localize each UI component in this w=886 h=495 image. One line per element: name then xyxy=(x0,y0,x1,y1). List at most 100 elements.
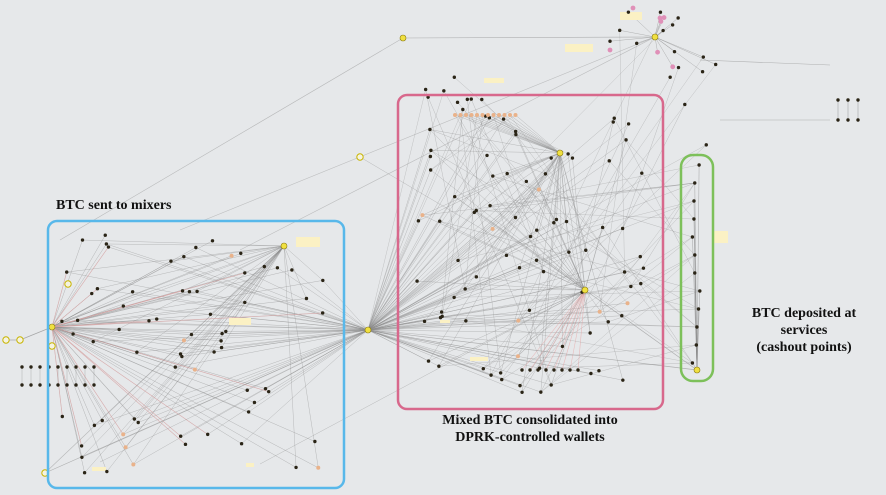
graph-edge xyxy=(465,320,697,328)
graph-node xyxy=(490,226,495,231)
graph-node xyxy=(661,28,665,33)
graph-node xyxy=(321,278,325,283)
graph-node xyxy=(180,354,184,359)
graph-edge xyxy=(441,109,464,313)
graph-edge xyxy=(277,267,369,331)
graph-edge xyxy=(584,289,591,334)
mixers-label: BTC sent to mixers xyxy=(56,198,172,213)
graph-edge xyxy=(540,104,686,393)
graph-edges xyxy=(6,11,859,474)
graph-node xyxy=(513,113,518,117)
graph-node xyxy=(195,289,199,294)
graph-edge xyxy=(696,344,698,371)
graph-node xyxy=(29,365,33,369)
graph-node xyxy=(92,383,96,387)
graph-node xyxy=(178,434,183,438)
graph-edge xyxy=(51,326,63,417)
graph-edge xyxy=(367,118,615,331)
graph-node xyxy=(597,369,601,373)
graph-edge xyxy=(440,317,697,328)
address-tag xyxy=(246,463,254,467)
graph-edge xyxy=(454,196,586,291)
address-tag xyxy=(712,231,728,243)
graph-edge xyxy=(471,98,544,272)
graph-node xyxy=(552,220,556,225)
graph-edge xyxy=(540,272,695,393)
graph-edge xyxy=(518,56,704,321)
graph-edge xyxy=(501,173,643,380)
graph-edge xyxy=(51,326,208,435)
graph-edge xyxy=(66,245,285,273)
graph-edge xyxy=(239,36,656,251)
graph-node xyxy=(622,270,627,274)
graph-edge xyxy=(51,326,242,444)
graph-edge xyxy=(545,289,586,371)
graph-node xyxy=(501,117,506,121)
graph-edge xyxy=(123,329,369,435)
graph-edge xyxy=(44,329,369,474)
graph-edge xyxy=(97,245,285,289)
graph-edge xyxy=(584,289,609,322)
graph-edge xyxy=(559,152,567,222)
graph-edge xyxy=(504,114,516,132)
graph-node xyxy=(624,138,628,142)
graph-node xyxy=(597,309,602,314)
graph-edge xyxy=(51,326,181,437)
graph-edge xyxy=(489,30,664,206)
graph-node xyxy=(313,439,317,444)
graph-edge xyxy=(367,255,507,331)
graph-node xyxy=(607,159,611,163)
cashout-label: BTC deposited at services (cashout point… xyxy=(722,305,886,356)
graph-node xyxy=(640,171,644,175)
graph-node xyxy=(415,279,419,283)
graph-edge xyxy=(51,326,126,448)
graph-node xyxy=(135,350,139,354)
graph-edge xyxy=(51,271,68,328)
graph-node xyxy=(65,270,69,274)
graph-node xyxy=(514,132,518,137)
graph-edge xyxy=(440,152,561,318)
consolidation-label-line-2: DPRK-controlled wallets xyxy=(455,430,605,445)
graph-node xyxy=(132,417,137,421)
graph-node xyxy=(621,378,625,382)
graph-node xyxy=(208,312,213,316)
graph-node xyxy=(600,225,605,230)
graph-node xyxy=(243,271,247,275)
graph-edge xyxy=(136,245,285,353)
graph-node xyxy=(90,291,94,296)
graph-node xyxy=(588,331,592,335)
graph-node xyxy=(121,432,126,437)
graph-edge xyxy=(66,271,369,331)
graph-node xyxy=(618,28,622,33)
graph-node xyxy=(60,319,64,324)
graph-node xyxy=(856,98,860,102)
graph-node xyxy=(607,47,613,53)
graph-edge xyxy=(550,157,583,293)
graph-edge xyxy=(51,255,232,328)
graph-edge xyxy=(517,289,586,357)
graph-edge xyxy=(460,114,492,376)
graph-node xyxy=(539,390,543,394)
graph-edge xyxy=(476,276,586,291)
graph-node xyxy=(439,310,444,314)
graph-node xyxy=(836,98,840,102)
graph-edge xyxy=(138,329,369,423)
graph-node xyxy=(639,281,643,286)
graph-node xyxy=(655,49,660,55)
graph-edge xyxy=(696,164,700,371)
graph-node xyxy=(56,365,60,369)
graph-edge xyxy=(283,245,297,468)
graph-edge xyxy=(51,326,215,353)
graph-node xyxy=(155,317,159,321)
graph-node xyxy=(697,163,701,167)
graph-node xyxy=(130,290,135,294)
graph-node xyxy=(698,289,702,293)
graph-edge xyxy=(467,99,501,373)
graph-node xyxy=(422,319,427,324)
graph-edge xyxy=(567,153,586,291)
graph-node xyxy=(690,235,695,239)
graph-edge xyxy=(367,116,486,331)
graph-edge xyxy=(457,102,527,182)
graph-edge xyxy=(51,240,213,328)
